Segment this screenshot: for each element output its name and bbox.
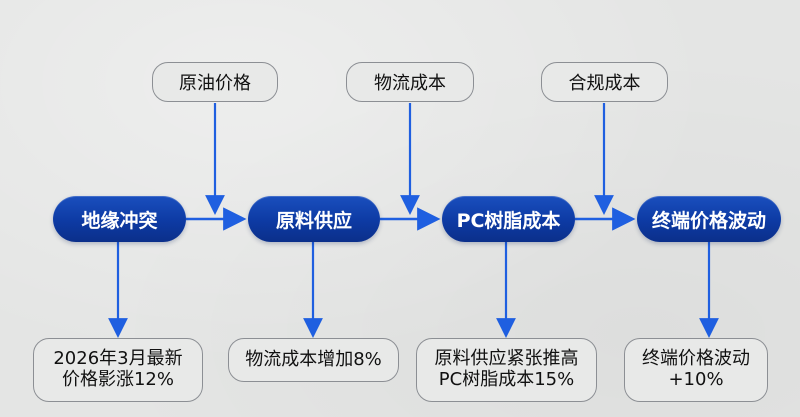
node-label: 终端价格波动 (651, 209, 766, 232)
output-text: 原料供应紧张推高 PC树脂成本15% (435, 349, 579, 390)
output-line-2: PC树脂成本15% (438, 369, 575, 390)
node-end-price-fluctuation: 终端价格波动 (637, 196, 781, 242)
output-line-1: 原料供应紧张推高 (434, 348, 579, 370)
output-line-1: 物流成本增加8% (245, 348, 382, 370)
output-box-1: 2026年3月最新 价格影涨12% (33, 338, 203, 402)
input-label: 原油价格 (179, 73, 251, 94)
input-box-logistics: 物流成本 (346, 62, 474, 102)
input-label: 合规成本 (568, 73, 641, 94)
output-text: 2026年3月最新 价格影涨12% (53, 349, 182, 390)
node-pc-resin-cost: PC树脂成本 (442, 196, 575, 242)
input-box-compliance: 合规成本 (541, 62, 668, 102)
input-label: 物流成本 (374, 73, 446, 94)
node-geopolitical-conflict: 地缘冲突 (53, 196, 186, 242)
output-text: 终端价格波动 +10% (642, 349, 750, 390)
output-box-2: 物流成本增加8% (228, 338, 399, 382)
output-line-1: 终端价格波动 (642, 348, 750, 370)
output-line-2: 价格影涨12% (61, 369, 174, 390)
node-label: PC树脂成本 (456, 209, 561, 232)
output-box-3: 原料供应紧张推高 PC树脂成本15% (416, 338, 597, 402)
node-label: 地缘冲突 (81, 209, 158, 232)
output-line-1: 2026年3月最新 (53, 348, 183, 370)
output-line-2: +10% (668, 369, 724, 390)
node-raw-material-supply: 原料供应 (248, 196, 380, 242)
input-box-crude-oil: 原油价格 (152, 62, 278, 102)
node-label: 原料供应 (275, 209, 352, 232)
output-box-4: 终端价格波动 +10% (624, 338, 768, 402)
output-text: 物流成本增加8% (245, 348, 382, 371)
